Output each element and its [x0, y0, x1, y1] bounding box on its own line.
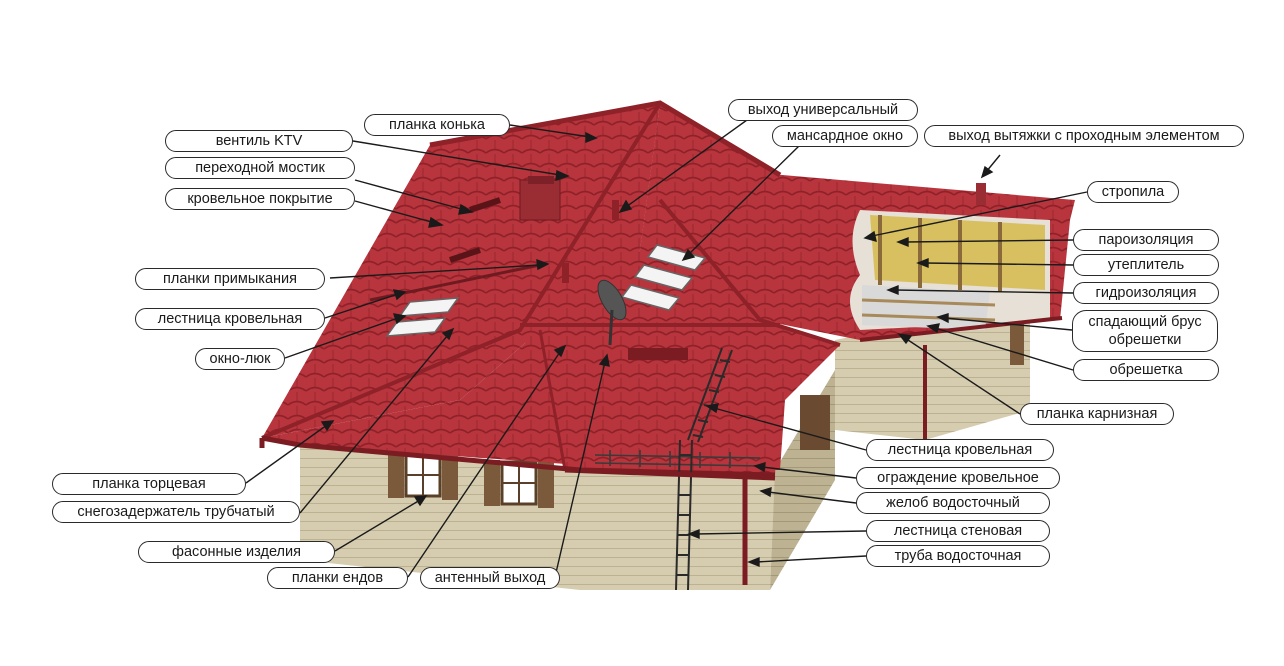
- label-valley-strips: планки ендов: [267, 567, 408, 589]
- label-walkway: переходной мостик: [165, 157, 355, 179]
- label-waterproofing: гидроизоляция: [1073, 282, 1219, 304]
- label-universal-outlet: выход универсальный: [728, 99, 918, 121]
- label-shaped-products: фасонные изделия: [138, 541, 335, 563]
- label-tubular-snow-guard: снегозадержатель трубчатый: [52, 501, 300, 523]
- label-downpipe: труба водосточная: [866, 545, 1050, 567]
- label-roof-covering: кровельное покрытие: [165, 188, 355, 210]
- label-counter-batten-line1: спадающий брус: [1088, 313, 1201, 331]
- label-wall-ladder: лестница стеновая: [866, 520, 1050, 542]
- label-exhaust-outlet: выход вытяжки с проходным элементом: [924, 125, 1244, 147]
- label-battens: обрешетка: [1073, 359, 1219, 381]
- label-eaves-strip: планка карнизная: [1020, 403, 1174, 425]
- label-counter-batten-line2: обрешетки: [1109, 331, 1182, 349]
- label-ridge-strip: планка конька: [364, 114, 510, 136]
- label-insulation: утеплитель: [1073, 254, 1219, 276]
- roof-cutaway: [850, 210, 1050, 330]
- label-ktv-valve: вентиль KTV: [165, 130, 353, 152]
- label-roof-ladder-right: лестница кровельная: [866, 439, 1054, 461]
- label-gutter: желоб водосточный: [856, 492, 1050, 514]
- label-dormer-window: мансардное окно: [772, 125, 918, 147]
- label-roof-ladder-left: лестница кровельная: [135, 308, 325, 330]
- front-snow-guard: [628, 348, 688, 360]
- label-rafters: стропила: [1087, 181, 1179, 203]
- label-roof-railing: ограждение кровельное: [856, 467, 1060, 489]
- label-gable-strip: планка торцевая: [52, 473, 246, 495]
- exhaust-outlet-pipe: [976, 183, 986, 205]
- label-vapor-barrier: пароизоляция: [1073, 229, 1219, 251]
- universal-outlet-pipe: [612, 200, 619, 220]
- label-hatch-window: окно-люк: [195, 348, 285, 370]
- label-abutment-strips: планки примыкания: [135, 268, 325, 290]
- label-counter-batten: спадающий брус обрешетки: [1072, 310, 1218, 352]
- chimney: [520, 180, 560, 220]
- label-antenna-outlet: антенный выход: [420, 567, 560, 589]
